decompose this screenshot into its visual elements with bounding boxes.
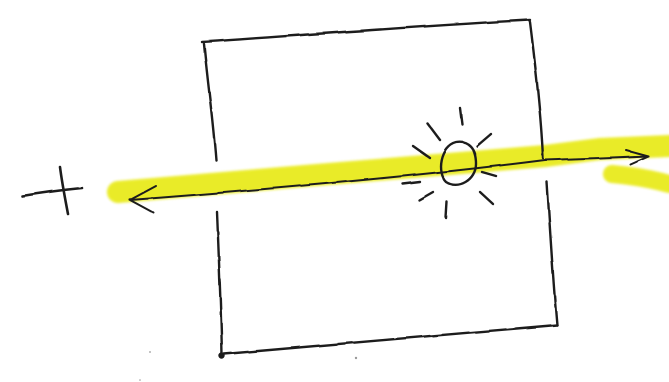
plus-icon <box>22 167 82 214</box>
pencil-smudges <box>139 351 357 381</box>
highlighter-stroke <box>118 138 669 192</box>
